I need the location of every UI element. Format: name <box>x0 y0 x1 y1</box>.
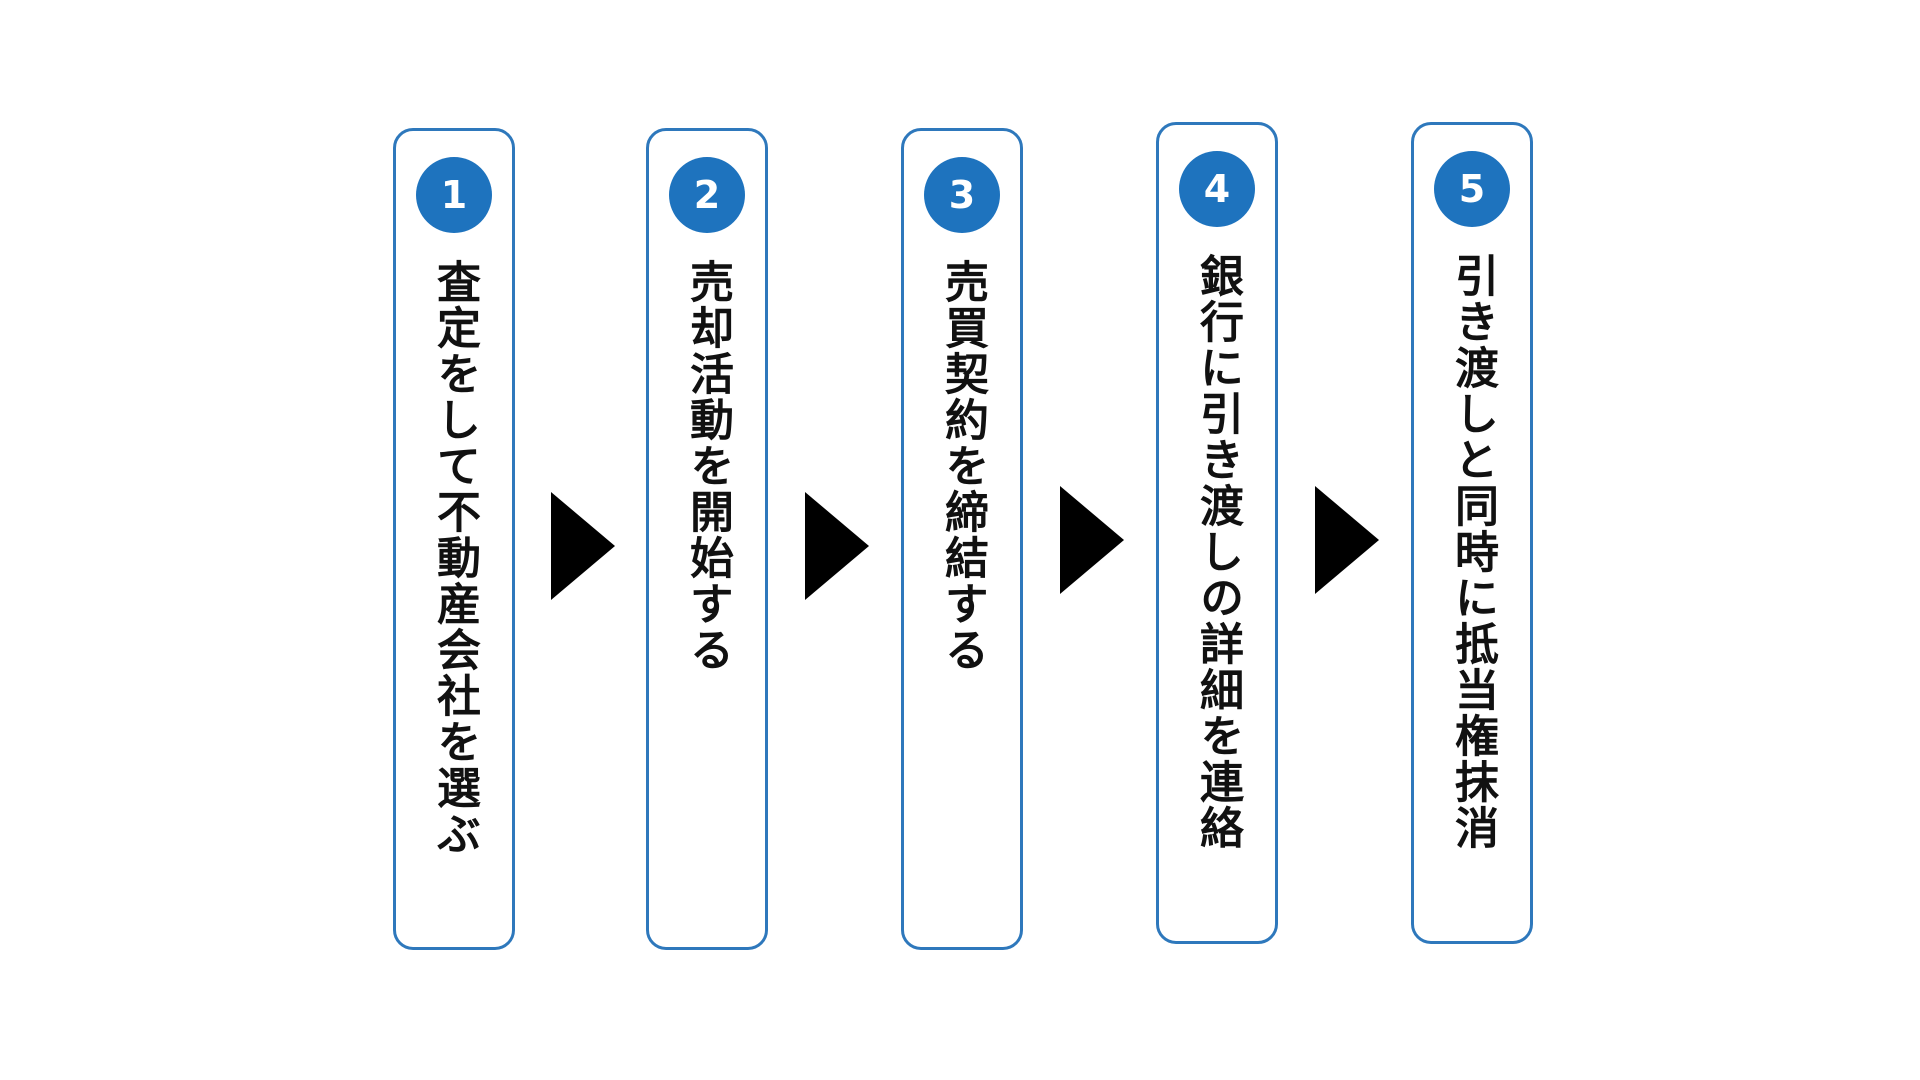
step-card-2: 2 売却活動を開始する <box>646 128 768 950</box>
step-number-badge-2: 2 <box>669 157 745 233</box>
step-card-4: 4 銀行に引き渡しの詳細を連絡 <box>1156 122 1278 944</box>
step-number-badge-4: 4 <box>1179 151 1255 227</box>
right-triangle-arrow-icon <box>1060 486 1124 594</box>
step-number-badge-3: 3 <box>924 157 1000 233</box>
step-number-badge-1: 1 <box>416 157 492 233</box>
step-label-2: 売却活動を開始する <box>682 259 733 673</box>
right-triangle-arrow-icon <box>1315 486 1379 594</box>
step-label-1: 査定をして不動産会社を選ぶ <box>429 259 480 857</box>
step-label-3: 売買契約を締結する <box>937 259 988 673</box>
step-label-5: 引き渡しと同時に抵当権抹消 <box>1447 253 1498 851</box>
right-triangle-arrow-icon <box>551 492 615 600</box>
step-number-badge-5: 5 <box>1434 151 1510 227</box>
step-card-3: 3 売買契約を締結する <box>901 128 1023 950</box>
step-card-1: 1 査定をして不動産会社を選ぶ <box>393 128 515 950</box>
step-card-5: 5 引き渡しと同時に抵当権抹消 <box>1411 122 1533 944</box>
step-label-4: 銀行に引き渡しの詳細を連絡 <box>1192 253 1243 851</box>
right-triangle-arrow-icon <box>805 492 869 600</box>
